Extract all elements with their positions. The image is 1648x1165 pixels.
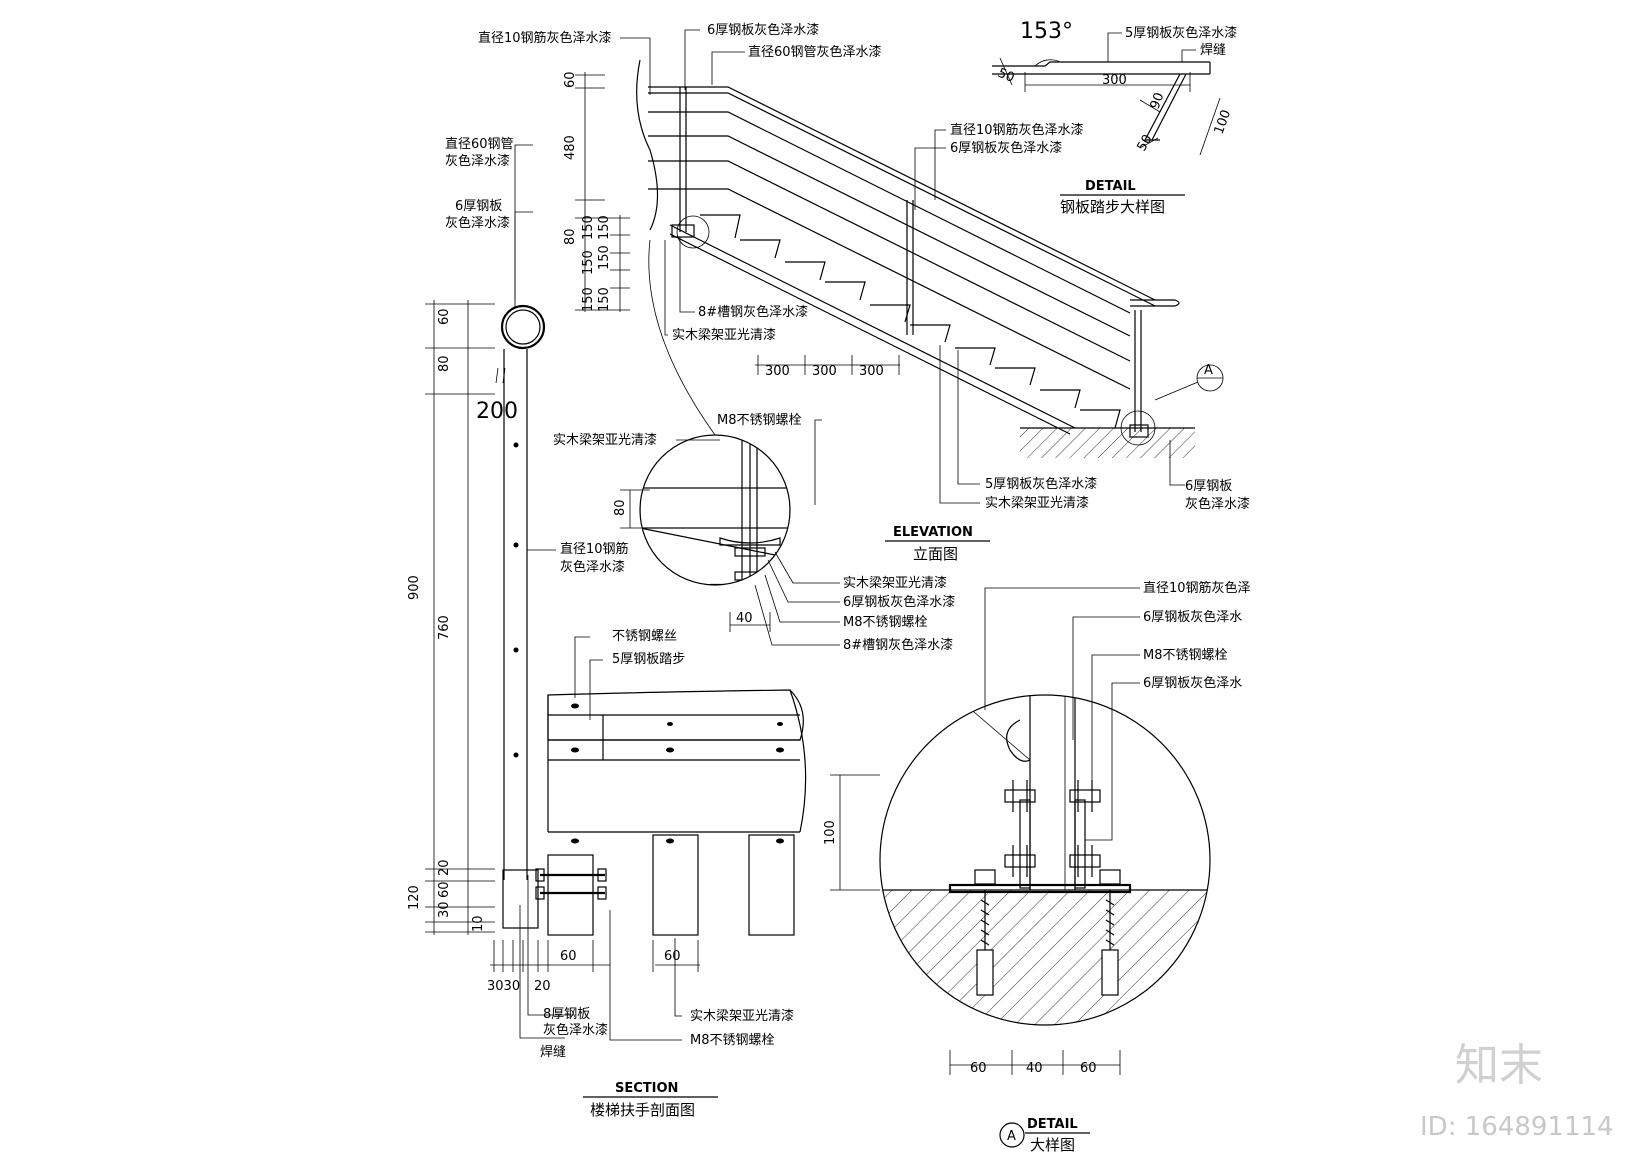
label-plate6: 6厚钢板 (455, 199, 502, 214)
elev-dim-150-a: 150 (597, 215, 612, 240)
detail-a-label-plate6-b: 6厚钢板灰色泽水 (1143, 675, 1242, 691)
label-pipe60: 直径60钢管 (445, 137, 514, 152)
elev-dim-60: 60 (563, 71, 578, 88)
tread-dim-50-a: 50 (996, 66, 1017, 86)
label-m8-bolt: M8不锈钢螺栓 (690, 1033, 775, 1048)
dim-60: 60 (437, 308, 452, 325)
elev-label-pipe60: 直径60钢管灰色泽水漆 (748, 44, 882, 60)
zoom-label-wood-top: 实木梁架亚光清漆 (553, 432, 657, 448)
zoom-dim-40: 40 (736, 611, 753, 626)
elev-dim-80: 80 (563, 228, 578, 245)
zoom-label-m8-bolt: M8不锈钢螺栓 (717, 413, 802, 428)
elev-label-wood-2: 实木梁架亚光清漆 (985, 495, 1089, 511)
zoom-label-bolt: M8不锈钢螺栓 (843, 615, 928, 630)
zoom-dim-80: 80 (613, 499, 628, 516)
handrail-pipe (500, 304, 546, 350)
detail-a: 100 60 40 60 直径10钢筋灰色泽 6厚钢板灰色泽水 M8不锈钢螺栓 … (823, 580, 1251, 1154)
elev-dim-300-a: 300 (765, 364, 790, 379)
elev-dim-150-f: 150 (581, 287, 596, 312)
elev-label-plate5: 5厚钢板灰色泽水漆 (985, 476, 1097, 492)
wood-beam-section (547, 854, 594, 936)
elevation-view: A 60 480 80 150 150 150 150 150 150 (478, 22, 1250, 653)
elev-dim-150-b: 150 (597, 245, 612, 270)
detail-a-title-en: DETAIL (1027, 1117, 1078, 1132)
detail-a-dim-100: 100 (823, 820, 838, 845)
dim-3030: 3030 (487, 979, 520, 994)
tread-label-plate5: 5厚钢板灰色泽水漆 (1125, 25, 1237, 41)
elev-dim-150-e: 150 (581, 250, 596, 275)
elev-dim-300-b: 300 (812, 364, 837, 379)
section-title-cn: 楼梯扶手剖面图 (590, 1101, 695, 1119)
tread-title-cn: 钢板踏步大样图 (1060, 198, 1165, 216)
label-plate8: 8厚钢板 (543, 1007, 590, 1022)
tread-detail: 153° 50 300 90 100 50 5厚钢板灰色泽水漆 焊缝 DETAI… (992, 19, 1237, 216)
tread-dim-angle: 153° (1020, 19, 1073, 44)
elev-dim-150-c: 150 (597, 287, 612, 312)
dim-900: 900 (407, 575, 422, 600)
dim-20: 20 (437, 859, 452, 876)
tread-dim-300: 300 (1102, 73, 1127, 88)
elev-label-channel8: 8#槽钢灰色泽水漆 (698, 304, 808, 320)
dim-60-lower: 60 (437, 881, 452, 898)
label-wood-beam: 实木梁架亚光清漆 (690, 1008, 794, 1024)
label-plate8-finish: 灰色泽水漆 (543, 1022, 608, 1038)
tread-dim-50-b: 50 (1134, 132, 1155, 154)
dim-760: 760 (437, 615, 452, 640)
elev-label-plate6-base: 6厚钢板 (1185, 479, 1232, 494)
detail-a-label-bolt: M8不锈钢螺栓 (1143, 648, 1228, 663)
label-pipe60-finish: 灰色泽水漆 (445, 153, 510, 169)
elevation-zoom-circle (639, 434, 791, 586)
elev-label-plate6-base-finish: 灰色泽水漆 (1185, 496, 1250, 512)
label-screw: 不锈钢螺丝 (612, 629, 677, 644)
zoom-label-plate6: 6厚钢板灰色泽水漆 (843, 594, 955, 610)
detail-a-label-rod10: 直径10钢筋灰色泽 (1143, 580, 1251, 596)
elev-dim-480: 480 (563, 135, 578, 160)
dim-120: 120 (407, 885, 422, 910)
tread-label-weld: 焊缝 (1200, 42, 1226, 58)
zoom-label-channel: 8#槽钢灰色泽水漆 (843, 637, 953, 653)
watermark-brand: 知末 (1455, 1040, 1543, 1091)
label-tread5: 5厚钢板踏步 (612, 652, 685, 667)
label-rod10: 直径10钢筋 (560, 541, 629, 557)
elev-dim-300-c: 300 (859, 364, 884, 379)
label-weld: 焊缝 (540, 1044, 566, 1060)
section-view: 60 80 200 900 760 20 60 120 30 10 60 60 … (407, 137, 807, 1119)
elevation-detail-marker: A (1204, 363, 1213, 378)
watermark-id: ID: 164891114 (1420, 1112, 1614, 1142)
dim-20-bottom: 20 (534, 979, 551, 994)
zoom-label-wood: 实木梁架亚光清漆 (843, 575, 947, 591)
elev-dim-150-d: 150 (581, 215, 596, 240)
watermark: 知末 ID: 164891114 (1420, 1040, 1614, 1142)
detail-a-marker: A (1007, 1129, 1016, 1144)
dim-10: 10 (471, 915, 486, 932)
elev-label-plate6-top: 6厚钢板灰色泽水漆 (707, 22, 819, 38)
elev-label-rod10-top: 直径10钢筋灰色泽水漆 (478, 30, 612, 46)
elevation-title-en: ELEVATION (893, 525, 973, 540)
elevation-title-cn: 立面图 (913, 545, 958, 563)
tread-dim-90: 90 (1148, 91, 1168, 112)
detail-a-dim-60-b: 60 (1080, 1061, 1097, 1076)
dim-200: 200 (476, 399, 518, 424)
elev-label-plate6-mid: 6厚钢板灰色泽水漆 (950, 140, 1062, 156)
detail-a-label-plate6: 6厚钢板灰色泽水 (1143, 609, 1242, 625)
elev-label-rod10-mid: 直径10钢筋灰色泽水漆 (950, 122, 1084, 138)
detail-a-title-cn: 大样图 (1030, 1136, 1075, 1154)
dim-30: 30 (437, 901, 452, 918)
elev-label-wood: 实木梁架亚光清漆 (672, 327, 776, 343)
tread-title-en: DETAIL (1085, 179, 1136, 194)
section-title-en: SECTION (615, 1081, 678, 1096)
label-plate6-finish: 灰色泽水漆 (445, 215, 510, 231)
dim-width-60-a: 60 (560, 949, 577, 964)
label-rod10-finish: 灰色泽水漆 (560, 559, 625, 575)
base-plate-8mm (502, 869, 539, 929)
detail-a-dim-60-a: 60 (970, 1061, 987, 1076)
dim-width-60-b: 60 (664, 949, 681, 964)
dim-80: 80 (437, 355, 452, 372)
detail-a-dim-40: 40 (1026, 1061, 1043, 1076)
